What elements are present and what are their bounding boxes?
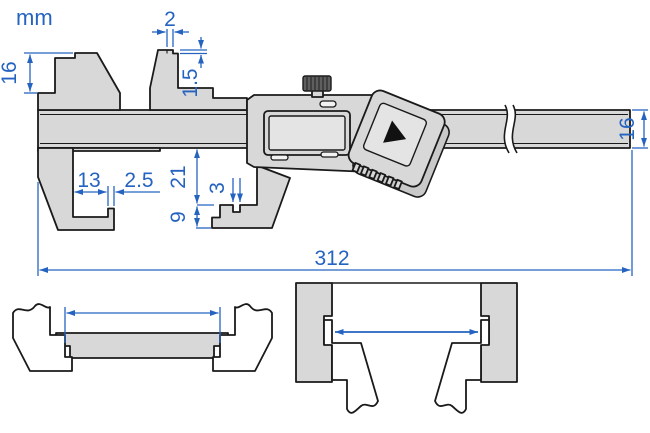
dim-jaw-tip-width: 2 bbox=[152, 8, 189, 47]
clamp-triangle-icon bbox=[383, 120, 407, 143]
thumb-screw-head bbox=[302, 75, 332, 92]
dim-label-slider-jaw-tab-width: 3 bbox=[206, 182, 229, 194]
dim-label-slider-jaw-depth: 21 bbox=[167, 165, 190, 188]
inside-jaw-tip-right bbox=[434, 319, 490, 414]
dim-overall-length: 312 bbox=[37, 150, 633, 276]
dim-slider-jaw-depths: 21 9 bbox=[167, 149, 214, 229]
inside-jaw-tip-left bbox=[323, 319, 379, 414]
dim-lower-jaw-groove: 13 2.5 bbox=[74, 169, 160, 206]
detail-view-outside-grip bbox=[12, 303, 273, 372]
locking-clamp bbox=[347, 89, 450, 198]
dim-label-overall-length: 312 bbox=[314, 247, 349, 270]
housing-bottom-button-right bbox=[320, 151, 339, 158]
workpiece-rail bbox=[55, 332, 229, 359]
dim-label-left-jaw-tip-height: 16 bbox=[0, 61, 21, 84]
dim-label-slider-jaw-foot-height: 9 bbox=[167, 211, 190, 223]
clamp-tooth bbox=[376, 172, 387, 184]
jaw-tip-left bbox=[12, 303, 73, 372]
dimension-annotations: mm 16 2 1.5 bbox=[0, 5, 648, 276]
clamp-tooth bbox=[359, 165, 370, 177]
lcd-display bbox=[268, 115, 346, 151]
thumb-screw bbox=[302, 75, 332, 98]
clamp-tooth bbox=[385, 175, 395, 187]
dim-beam-height: 16 bbox=[616, 109, 648, 149]
clamp-tooth bbox=[393, 178, 403, 190]
housing-top-button bbox=[319, 100, 337, 108]
dim-left-jaw-tip-height: 16 bbox=[0, 52, 73, 94]
dim-jaw-tip-step-depth: 1.5 bbox=[179, 37, 207, 98]
detail-view-inside-grip bbox=[295, 282, 518, 414]
main-side-view: mm 16 2 1.5 bbox=[0, 5, 648, 276]
dim-label-lower-jaw-tab-width: 2.5 bbox=[124, 169, 153, 192]
slider-lower-jaw bbox=[211, 163, 291, 229]
display-housing bbox=[246, 94, 387, 173]
fixed-top-jaw bbox=[37, 52, 121, 111]
unit-label: mm bbox=[16, 5, 53, 30]
beam-break-line-right bbox=[511, 104, 518, 154]
dim-label-beam-height: 16 bbox=[616, 117, 639, 140]
beam-break-line-left bbox=[503, 104, 510, 154]
clamp-tooth bbox=[368, 168, 378, 180]
housing-bottom-button-left bbox=[270, 154, 289, 161]
fixed-jaw-assembly bbox=[37, 52, 161, 231]
fixed-lower-hook-jaw bbox=[37, 147, 115, 231]
dim-label-lower-jaw-groove-offset: 13 bbox=[77, 169, 100, 192]
dim-slider-jaw-tab: 3 bbox=[206, 178, 243, 202]
dim-label-jaw-tip-width: 2 bbox=[164, 8, 176, 31]
jaw-tip-right bbox=[212, 303, 273, 372]
dim-label-jaw-tip-step-depth: 1.5 bbox=[179, 68, 202, 97]
clamp-tooth bbox=[351, 162, 362, 174]
